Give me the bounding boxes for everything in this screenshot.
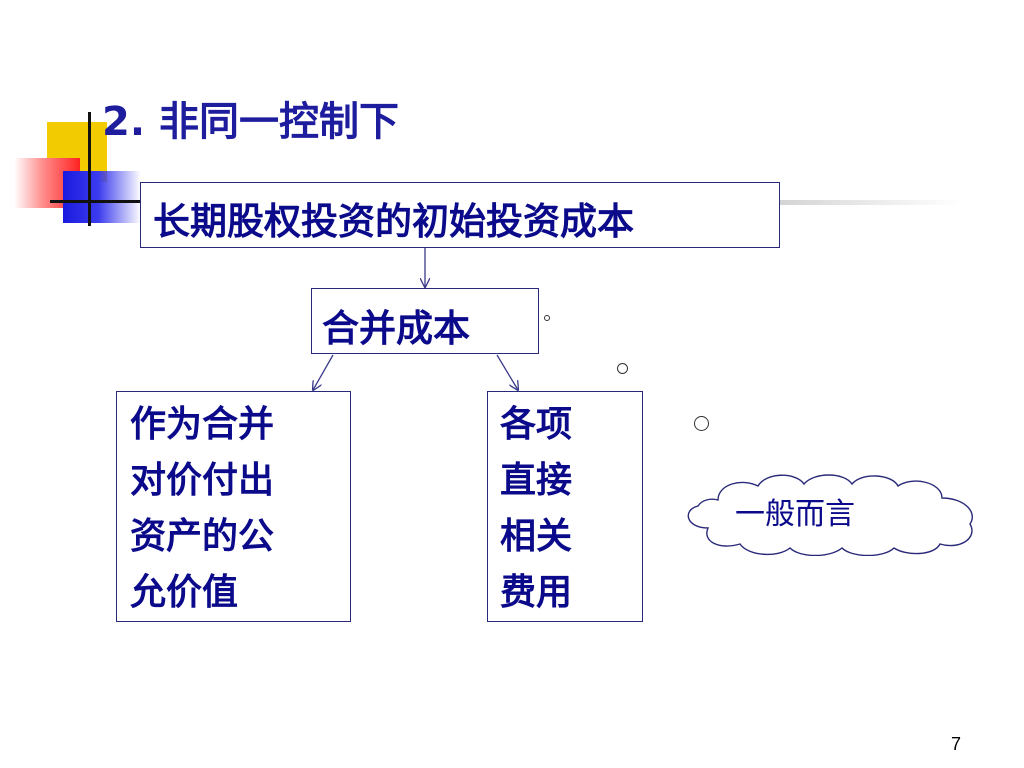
fair-value-line: 对价付出 <box>130 460 275 501</box>
fair-value-line: 资产的公 <box>130 516 275 557</box>
fair-value-line: 允价值 <box>130 572 239 613</box>
page-number: 7 <box>951 734 962 754</box>
arrow-middle-to-left <box>313 354 334 390</box>
direct-costs-line: 各项 <box>500 404 573 445</box>
thought-bubble-dot-medium <box>617 363 628 374</box>
callout-label: 一般而言 <box>735 497 855 532</box>
direct-costs-line: 直接 <box>500 460 573 501</box>
direct-costs-line: 费用 <box>500 572 573 613</box>
merger-cost-label: 合并成本 <box>322 307 470 350</box>
slide-title: 2. 非同一控制下 <box>102 99 399 145</box>
thought-bubble-dot-small <box>544 315 550 321</box>
merger-cost-box: 合并成本 <box>311 288 539 354</box>
cloud-callout-shape <box>687 474 973 556</box>
initial-investment-cost-label: 长期股权投资的初始投资成本 <box>153 200 634 243</box>
thought-bubble-dot-large <box>694 416 709 431</box>
logo-vertical-line <box>88 112 91 226</box>
direct-costs-box: 各项 直接 相关 费用 <box>487 391 643 622</box>
direct-costs-line: 相关 <box>500 516 573 557</box>
fair-value-line: 作为合并 <box>130 404 275 445</box>
arrow-middle-to-right <box>496 354 518 390</box>
fair-value-box: 作为合并 对价付出 资产的公 允价值 <box>116 391 351 622</box>
logo-blue-block <box>63 171 141 223</box>
initial-investment-cost-box: 长期股权投资的初始投资成本 <box>140 182 780 248</box>
logo-horizontal-line <box>50 200 150 203</box>
